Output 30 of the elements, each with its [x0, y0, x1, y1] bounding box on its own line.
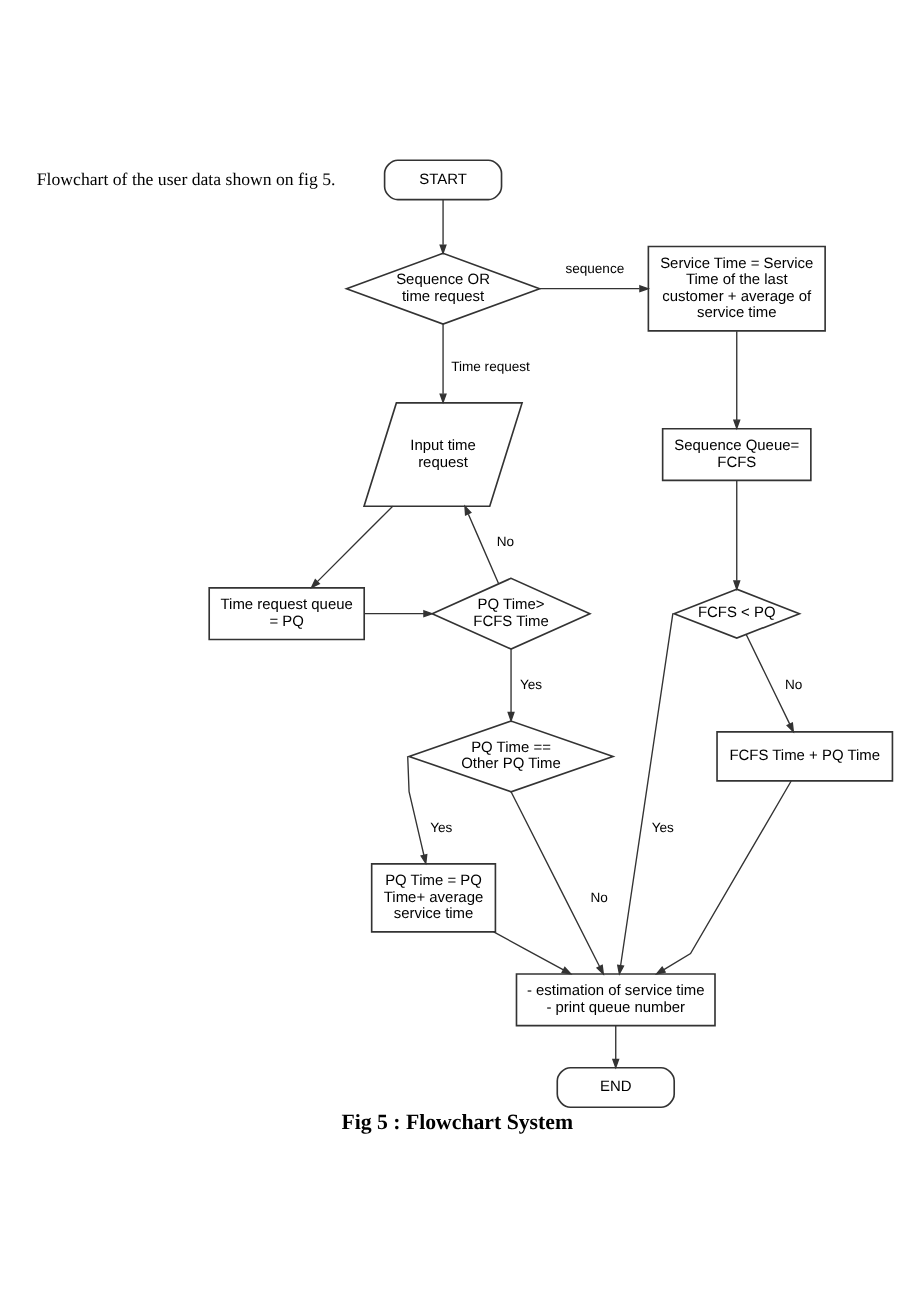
arrow — [310, 505, 394, 589]
node-box: Sequence Queue= FCFS — [661, 427, 812, 482]
arrow — [654, 780, 792, 975]
node-diamond: FCFS < PQ — [671, 588, 802, 639]
arrow — [510, 791, 605, 976]
arrow — [507, 648, 515, 723]
arrow — [538, 284, 651, 293]
arrow — [732, 480, 741, 592]
node-box: Time request queue = PQ — [208, 587, 365, 641]
arrow — [616, 612, 674, 976]
arrow — [611, 1025, 620, 1070]
arrow — [745, 633, 795, 734]
arrow — [464, 504, 500, 585]
arrow — [407, 755, 428, 866]
arrow — [439, 199, 447, 256]
arrow — [493, 931, 573, 975]
arrow — [439, 323, 447, 405]
label: Flowchart of the user data shown on fig 5. — [36, 168, 336, 189]
node-box: PQ Time = PQ Time+ average service time — [370, 863, 497, 933]
node-diamond: Sequence OR time request — [344, 252, 542, 325]
node-box: FCFS Time + PQ Time — [716, 731, 894, 782]
caption: Fig 5 : Flowchart System — [341, 1110, 574, 1135]
arrow — [732, 330, 741, 431]
node-diamond: PQ Time == Other PQ Time — [406, 720, 616, 793]
node-diamond: PQ Time> FCFS Time — [430, 577, 592, 650]
node-box: START — [383, 159, 503, 201]
arrow — [364, 609, 435, 618]
node-box: Service Time = Service Time of the last customer + average of service time — [647, 245, 826, 332]
node-box: END — [556, 1066, 676, 1109]
node-box: - estimation of service time - print queue number — [515, 973, 716, 1027]
